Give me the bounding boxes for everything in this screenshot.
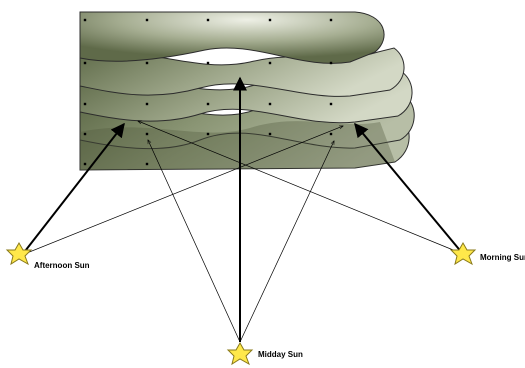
afternoon-sun-star-icon [7,243,31,264]
grid-dot [146,103,148,105]
grid-dot [84,133,86,135]
grid-dot [207,62,209,64]
midday-ray-left [148,140,240,342]
grid-dot [269,62,271,64]
terrain-layer-1 [80,12,384,63]
grid-dot [146,19,148,21]
grid-dot [84,19,86,21]
grid-dot [330,19,332,21]
afternoon-sun-label: Afternoon Sun [34,261,90,270]
midday-sun: Midday Sun [228,343,303,364]
terrain-block [80,12,414,170]
grid-dot [330,133,332,135]
grid-dot [84,62,86,64]
grid-dot [207,19,209,21]
grid-dot [207,133,209,135]
midday-sun-label: Midday Sun [258,350,303,359]
morning-sun: Morning Sun [451,243,525,264]
afternoon-sun: Afternoon Sun [7,243,90,270]
midday-sun-star-icon [228,343,252,364]
grid-dot [269,133,271,135]
grid-dot [146,133,148,135]
grid-dot [269,19,271,21]
grid-dot [146,163,148,165]
morning-sun-star-icon [451,243,475,264]
grid-dot [84,163,86,165]
morning-sun-label: Morning Sun [480,253,525,262]
grid-dot [207,103,209,105]
morning-main-ray [355,124,463,254]
grid-dot [146,62,148,64]
grid-dot [330,62,332,64]
grid-dot [84,103,86,105]
midday-ray-right [240,141,334,342]
grid-dot [330,103,332,105]
grid-dot [269,103,271,105]
afternoon-main-ray [22,124,124,255]
